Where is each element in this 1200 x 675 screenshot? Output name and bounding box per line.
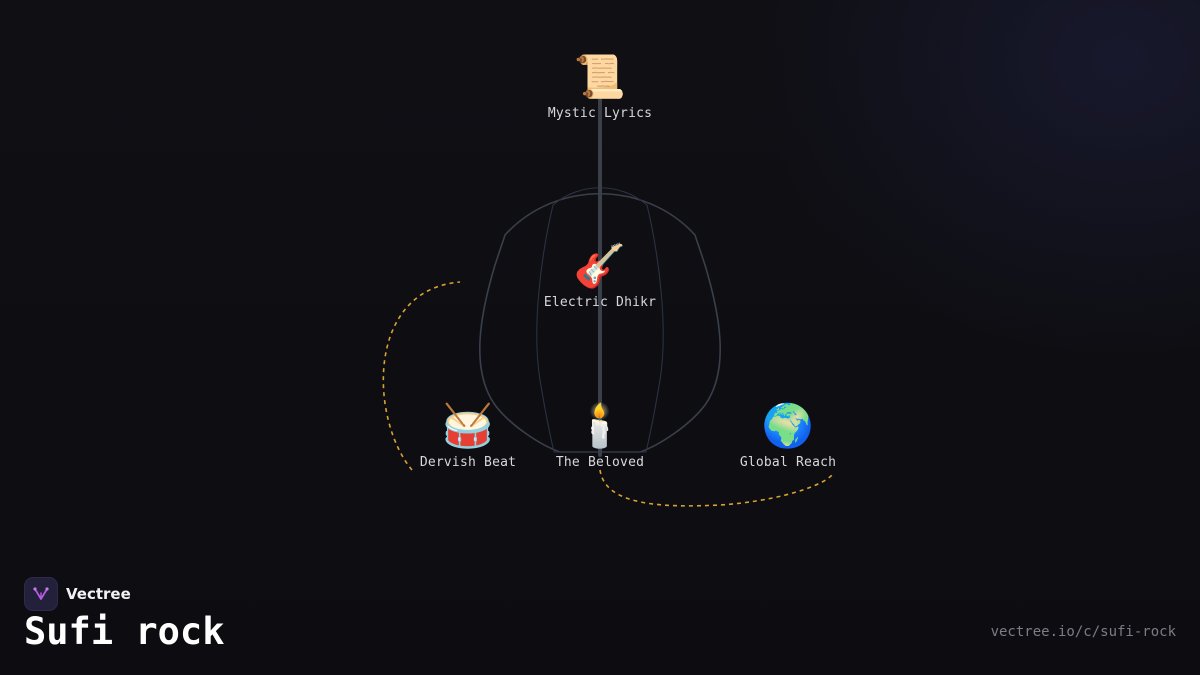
node-mystic-lyrics[interactable]: 📜 Mystic Lyrics [530, 52, 670, 121]
globe-icon: 🌍 [761, 401, 815, 450]
node-label: Electric Dhikr [543, 295, 657, 310]
bell-outline [479, 192, 721, 453]
inner-outline [536, 187, 664, 453]
node-global-reach[interactable]: 🌍 Global Reach [718, 401, 858, 470]
candle-icon: 🕯️ [573, 401, 627, 450]
link-global-reach [599, 469, 833, 507]
link-dervish-beat [382, 281, 461, 471]
electric-guitar-icon: 🎸 [573, 241, 627, 290]
node-label: The Beloved [555, 455, 645, 470]
node-electric-dhikr[interactable]: 🎸 Electric Dhikr [530, 241, 670, 310]
node-the-beloved[interactable]: 🕯️ The Beloved [530, 401, 670, 470]
brand-name: Vectree [66, 585, 131, 603]
page-title: Sufi rock [24, 610, 225, 653]
node-label: Global Reach [739, 455, 837, 470]
page-url[interactable]: vectree.io/c/sufi-rock [990, 624, 1176, 640]
node-label: Mystic Lyrics [547, 106, 653, 121]
drum-icon: 🥁 [441, 401, 495, 450]
vectree-tree-logo-icon [24, 577, 58, 611]
node-dervish-beat[interactable]: 🥁 Dervish Beat [398, 401, 538, 470]
scroll-icon: 📜 [573, 52, 627, 101]
brand[interactable]: Vectree [24, 577, 131, 611]
node-label: Dervish Beat [419, 455, 517, 470]
